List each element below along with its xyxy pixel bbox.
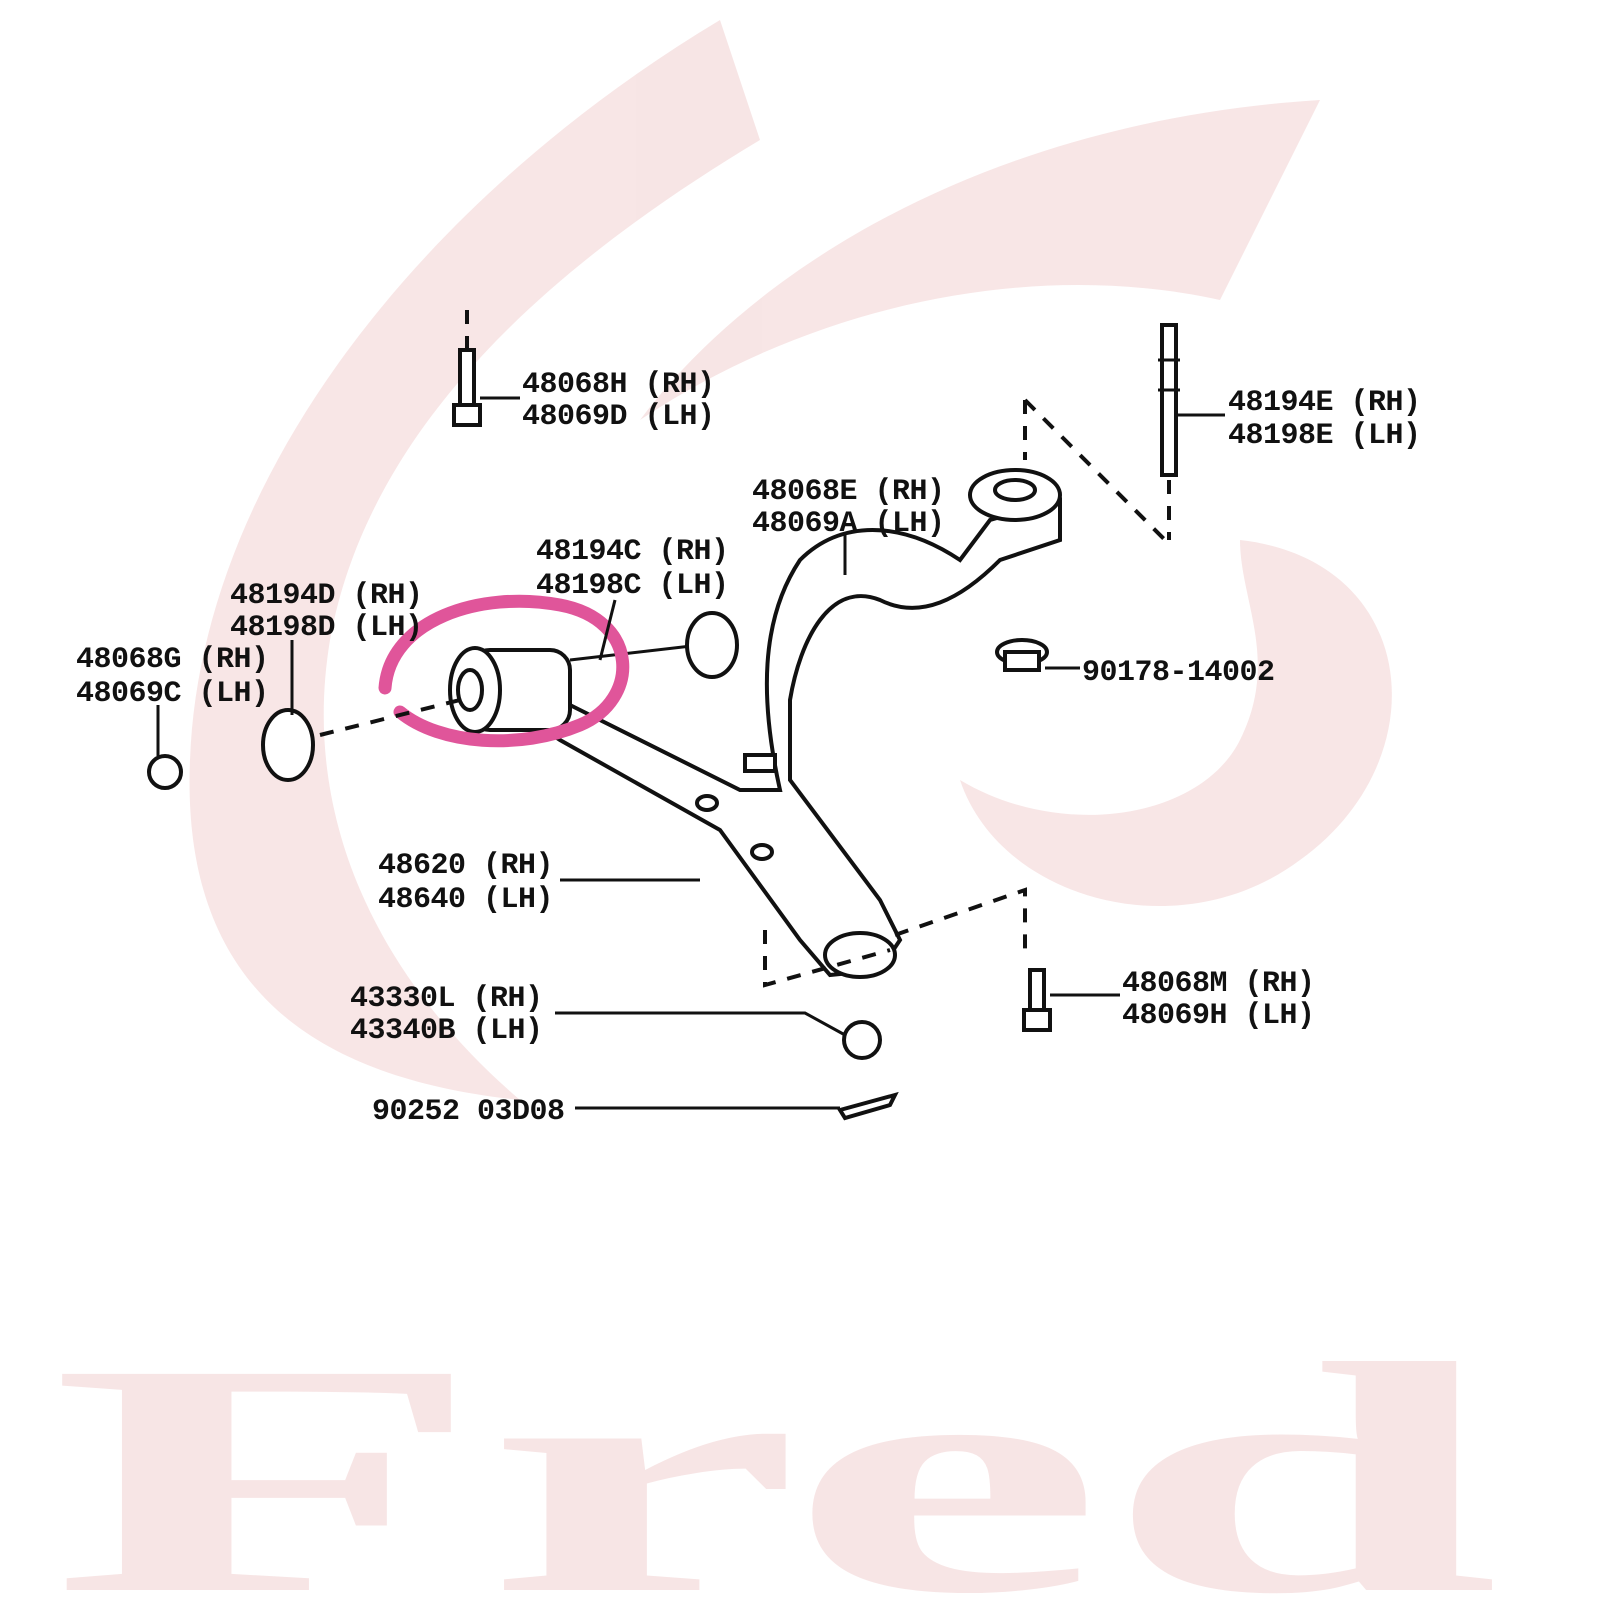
callout-48068h: 48068H (RH) 48069D (LH)	[522, 368, 715, 434]
part-number-rh: 48194C (RH)	[536, 535, 729, 569]
part-number-lh: 43340B (LH)	[350, 1014, 543, 1048]
callout-48620: 48620 (RH) 48640 (LH)	[378, 849, 554, 917]
nut-48068g	[147, 754, 183, 790]
part-number-rh: 48194E (RH)	[1228, 386, 1421, 420]
part-number-lh: 48069D (LH)	[522, 400, 715, 434]
part-number-rh: 48068H (RH)	[522, 368, 715, 402]
cotter-pin	[836, 1091, 899, 1121]
lower-control-arm	[526, 468, 1062, 979]
part-number-lh: 48198D (LH)	[230, 611, 423, 645]
nut-43330l	[842, 1020, 882, 1060]
callout-48068e: 48068E (RH) 48069A (LH)	[752, 475, 945, 541]
part-number-rh: 48068E (RH)	[752, 475, 945, 509]
bolt-48068h	[452, 310, 482, 427]
bolt-48068m	[1022, 968, 1052, 1032]
callout-48068g: 48068G (RH) 48069C (LH)	[76, 643, 269, 711]
part-number-rh: 43330L (RH)	[350, 982, 543, 1016]
part-number-rh: 48194D (RH)	[230, 579, 423, 613]
callout-43330l: 43330L (RH) 43340B (LH)	[350, 982, 543, 1048]
nut-90178	[995, 638, 1049, 672]
part-number-lh: 48640 (LH)	[378, 883, 553, 917]
guide-dash-top	[1023, 398, 1167, 542]
callout-90178-14002: 90178-14002	[1082, 656, 1275, 690]
guide-dash-bottom	[763, 887, 1027, 988]
highlight-circle	[378, 594, 630, 748]
watermark-logo: Fred	[50, 20, 1500, 1600]
part-number-lh: 48198C (LH)	[536, 569, 729, 603]
leader-lines	[156, 396, 1225, 1110]
callout-48194e: 48194E (RH) 48198E (LH)	[1228, 386, 1421, 453]
watermark-text: Fred	[50, 1297, 1500, 1600]
washer-48194d	[261, 708, 315, 782]
part-number-rh: 48068G (RH)	[76, 643, 269, 677]
bolt-48194e	[1158, 323, 1180, 540]
callout-48194c: 48194C (RH) 48198C (LH)	[536, 535, 729, 603]
callout-90252-03d08: 90252 03D08	[372, 1095, 565, 1129]
part-number-rh: 48620 (RH)	[378, 849, 553, 883]
part-number-lh: 48069H (LH)	[1122, 999, 1315, 1033]
part-number-lh: 48069A (LH)	[752, 507, 945, 541]
callout-48194d: 48194D (RH) 48198D (LH)	[230, 579, 423, 645]
part-number-lh: 48069C (LH)	[76, 677, 269, 711]
bushing	[448, 611, 739, 734]
part-number-lh: 48198E (LH)	[1228, 419, 1421, 453]
part-number-rh: 48068M (RH)	[1122, 967, 1315, 1001]
callout-48068m: 48068M (RH) 48069H (LH)	[1122, 967, 1315, 1033]
